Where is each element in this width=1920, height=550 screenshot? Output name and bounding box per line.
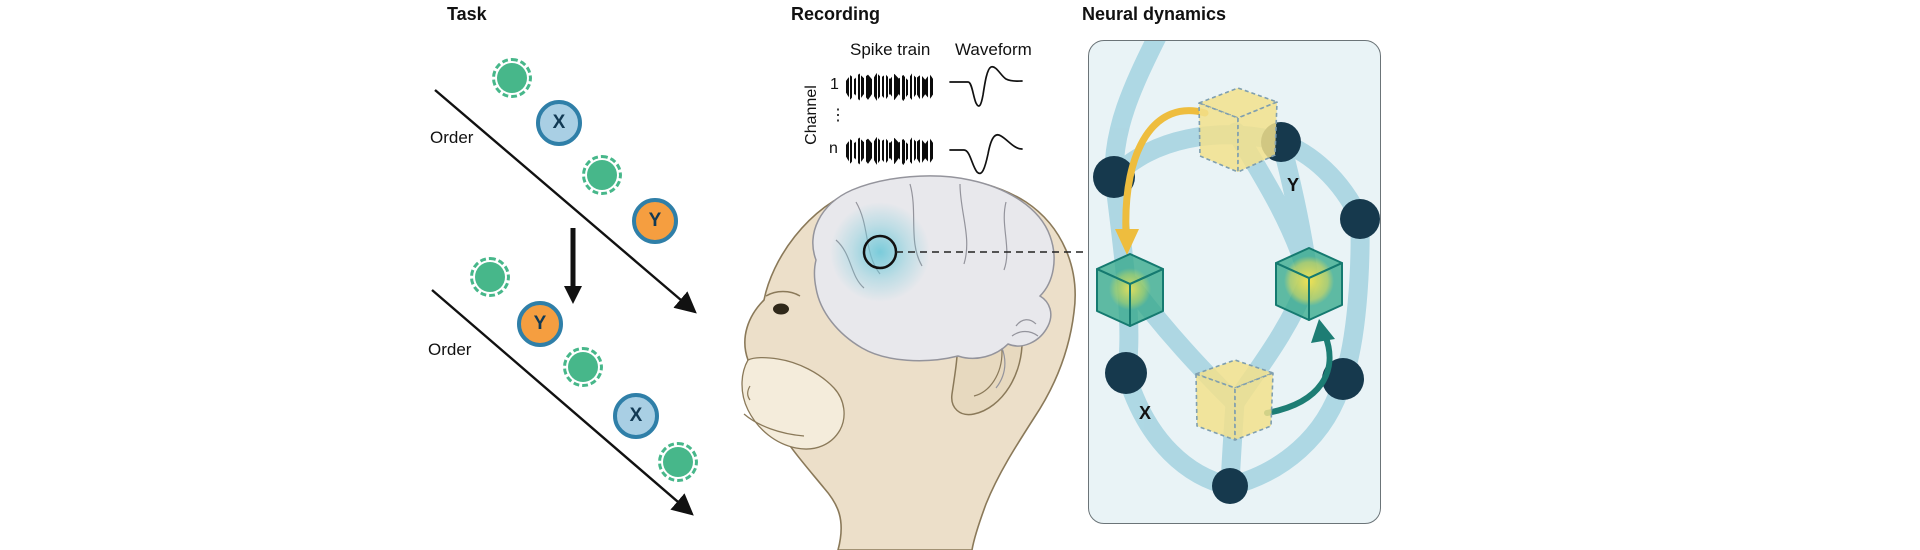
transition-arrows [1115,107,1335,416]
order-arrow-top [434,89,697,314]
state-x-label: X [1139,403,1152,423]
waveform-n [949,134,1023,175]
state-cube-x [1195,359,1274,441]
active-cube-left [1096,253,1164,327]
yellow-arrowhead [1115,229,1139,255]
channel-axis-label: Channel [803,85,820,145]
channel-n-label: n [829,140,838,157]
stimulus-dot [563,347,603,387]
state-cube-y [1198,87,1278,173]
task-panel-title: Task [447,4,487,24]
monkey-head-illustration [741,175,1076,550]
yellow-transition-arrow [1122,107,1209,237]
network-node [1340,199,1380,239]
monkey-nostril [747,385,751,401]
stimulus-dot [658,442,698,482]
order-label-bottom: Order [428,340,472,359]
sequence-change-arrowhead [564,286,582,304]
spike-train-label: Spike train [850,40,931,59]
order-label-top: Order [430,128,474,147]
spike-train-raster-1 [846,73,934,101]
neural-panel-title: Neural dynamics [1082,4,1227,24]
waveform-label: Waveform [955,40,1032,59]
monkey-muzzle [741,356,845,450]
network-node [1212,468,1248,504]
order-arrow-bottom [431,289,694,516]
stimulus-x-label: X [629,405,643,426]
active-cube-right [1275,247,1343,321]
stimulus-x: X [613,393,659,439]
teal-transition-arrow [1264,332,1333,416]
stimulus-dot [492,58,532,98]
stimulus-y: Y [517,301,563,347]
stimulus-y: Y [632,198,678,244]
task-arrows-graphic [431,89,697,516]
waveform-1 [949,65,1023,107]
channel-1-label: 1 [830,76,839,93]
network-node [1105,352,1147,394]
stimulus-dot [582,155,622,195]
spike-train-raster-n [846,137,934,165]
recording-panel-title: Recording [791,4,881,24]
stimulus-x: X [536,100,582,146]
monkey-eye [773,303,789,315]
stimulus-x-label: X [552,112,566,133]
stimulus-dot [470,257,510,297]
teal-arrowhead [1311,319,1335,343]
monkey-brow-line [765,290,801,297]
recording-site-glow [830,202,930,302]
stimulus-y-label: Y [533,313,547,334]
stimulus-y-label: Y [648,210,662,231]
channel-ellipsis: ⋮ [830,107,846,124]
network-node [1322,358,1364,400]
recording-connector-line [896,251,1090,253]
monkey-mouth-line [743,413,805,437]
neural-network-graphic [1093,41,1380,504]
neural-dynamics-panel: Y X [1088,40,1381,524]
state-y-label: Y [1287,175,1300,195]
